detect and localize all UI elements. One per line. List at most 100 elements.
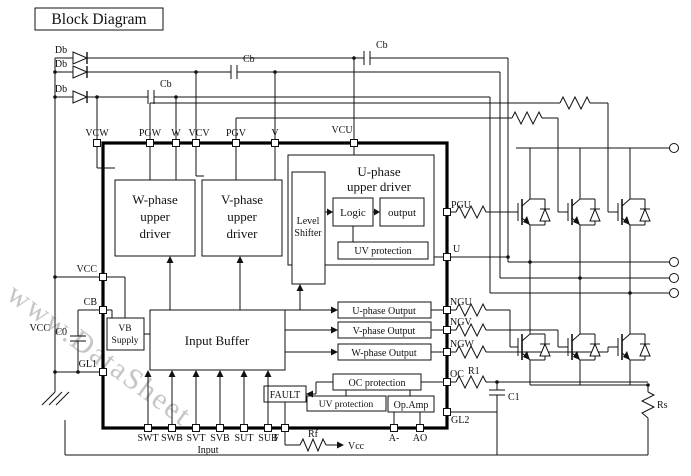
igbt-top-v-icon xyxy=(567,198,581,226)
pin-label-vcw: VCW xyxy=(85,128,109,139)
diode-db2-icon xyxy=(72,65,88,79)
pin-label-v: V xyxy=(271,128,279,139)
u-driver-label: U-phase xyxy=(357,164,401,179)
freewheel-diode-icon xyxy=(639,333,651,361)
input-buffer-box xyxy=(149,309,286,371)
pin-labels: VCW PGW W VCV PGV V VCU PGU U NGU NGV NG… xyxy=(76,125,474,456)
block-labels: W-phase upper driver V-phase upper drive… xyxy=(112,164,429,411)
pin-f xyxy=(281,424,289,432)
cb2-label: Cb xyxy=(243,54,255,65)
vb-supply-label: Supply xyxy=(112,336,139,346)
pin-label-cb: CB xyxy=(84,297,98,308)
db2-label: Db xyxy=(55,59,67,70)
pin-swt xyxy=(144,424,152,432)
resistors xyxy=(299,95,656,453)
pin-pgw xyxy=(146,139,154,147)
level-shifter-box xyxy=(291,171,326,285)
input-group-label: Input xyxy=(197,445,218,456)
cb1-label: Cb xyxy=(376,40,388,51)
page-title: Block Diagram xyxy=(51,11,146,28)
pin-ngu xyxy=(443,306,451,314)
pin-label-gl2: GL2 xyxy=(451,415,469,426)
pin-label-ngv: NGV xyxy=(450,317,472,328)
v-driver-label: V-phase xyxy=(221,192,263,207)
freewheel-diode-icon xyxy=(589,198,601,226)
pin-oc xyxy=(443,378,451,386)
pin-vcw xyxy=(93,139,101,147)
pin-svb xyxy=(216,424,224,432)
logic-label: Logic xyxy=(340,207,366,219)
junction-dots xyxy=(53,56,650,387)
fault-label: FAULT xyxy=(270,390,301,401)
freewheel-diode-icon xyxy=(539,333,551,361)
pin-vcv xyxy=(192,139,200,147)
pin-sut xyxy=(240,424,248,432)
pin-label-ao: AO xyxy=(413,433,427,444)
pin-label-swt: SWT xyxy=(137,433,158,444)
pin-swb xyxy=(168,424,176,432)
uv-protection-upper-label: UV protection xyxy=(354,246,411,257)
pin-label-svt: SVT xyxy=(187,433,206,444)
pin-label-gl1: GL1 xyxy=(79,359,97,370)
v-phase-driver-box xyxy=(201,179,283,257)
c1-label: C1 xyxy=(508,392,520,403)
pin-label-pgu: PGU xyxy=(451,200,472,211)
level-shifter-label: Shifter xyxy=(294,228,322,239)
oc-protection-label: OC protection xyxy=(349,378,406,389)
pin-vcc xyxy=(99,273,107,281)
terminals xyxy=(669,143,679,298)
freewheel-diode-icon xyxy=(589,333,601,361)
rs-label: Rs xyxy=(657,400,668,411)
gate-resistor-ngw xyxy=(455,344,487,360)
pin-label-ngu: NGU xyxy=(450,297,472,308)
pin-label-vcv: VCV xyxy=(188,128,210,139)
v-phase-output-label: V-phase Output xyxy=(353,326,416,337)
pin-label-a-minus: A- xyxy=(389,433,400,444)
op-amp-label: Op.Amp xyxy=(394,400,429,411)
uv-protection-lower-label: UV protection xyxy=(319,400,374,410)
pin-label-pgv: PGV xyxy=(226,128,247,139)
gate-resistor-pgw xyxy=(559,95,591,111)
output-box xyxy=(379,197,425,227)
pin-v xyxy=(271,139,279,147)
vb-supply-label: VB xyxy=(118,324,131,334)
cb3-label: Cb xyxy=(160,79,172,90)
u-phase-output-label: U-phase Output xyxy=(352,306,416,317)
pin-label-vcc: VCC xyxy=(76,264,97,275)
igbt-top-u-icon xyxy=(517,198,531,226)
arrowheads xyxy=(144,208,380,449)
pin-ngv xyxy=(443,326,451,334)
resistor-rs xyxy=(640,391,656,419)
terminal-v xyxy=(669,273,679,283)
op-amp-box xyxy=(387,395,435,413)
pin-label-u: U xyxy=(453,244,461,255)
terminal-u xyxy=(669,257,679,267)
pin-u xyxy=(443,253,451,261)
gate-resistor-ngu xyxy=(455,302,487,318)
pin-cb xyxy=(99,306,107,314)
w-phase-driver-box xyxy=(114,179,196,257)
pin-label-sut: SUT xyxy=(235,433,254,444)
w-phase-output-label: W-phase Output xyxy=(351,348,416,359)
pin-gl1 xyxy=(99,368,107,376)
w-driver-label: driver xyxy=(139,226,171,241)
terminal-p xyxy=(669,143,679,153)
terminal-w xyxy=(669,288,679,298)
c0-label: C0 xyxy=(55,327,67,338)
uv-protection-upper-box xyxy=(337,241,429,260)
vcc-target-label: Vcc xyxy=(348,441,365,452)
diode-db1-icon xyxy=(72,51,88,65)
gate-resistor-pgv xyxy=(511,110,543,126)
gate-resistor-ngv xyxy=(455,322,487,338)
resistor-r1 xyxy=(455,374,487,390)
freewheel-diode-icon xyxy=(639,198,651,226)
pin-label-w: W xyxy=(171,128,181,139)
freewheel-diode-icon xyxy=(539,198,551,226)
resistor-rf xyxy=(299,437,327,453)
pin-a-minus xyxy=(390,424,398,432)
rf-label: Rf xyxy=(308,429,319,440)
output-label: output xyxy=(388,207,416,219)
pin-label-oc: OC xyxy=(450,369,464,380)
pin-label-f: F xyxy=(273,433,279,444)
